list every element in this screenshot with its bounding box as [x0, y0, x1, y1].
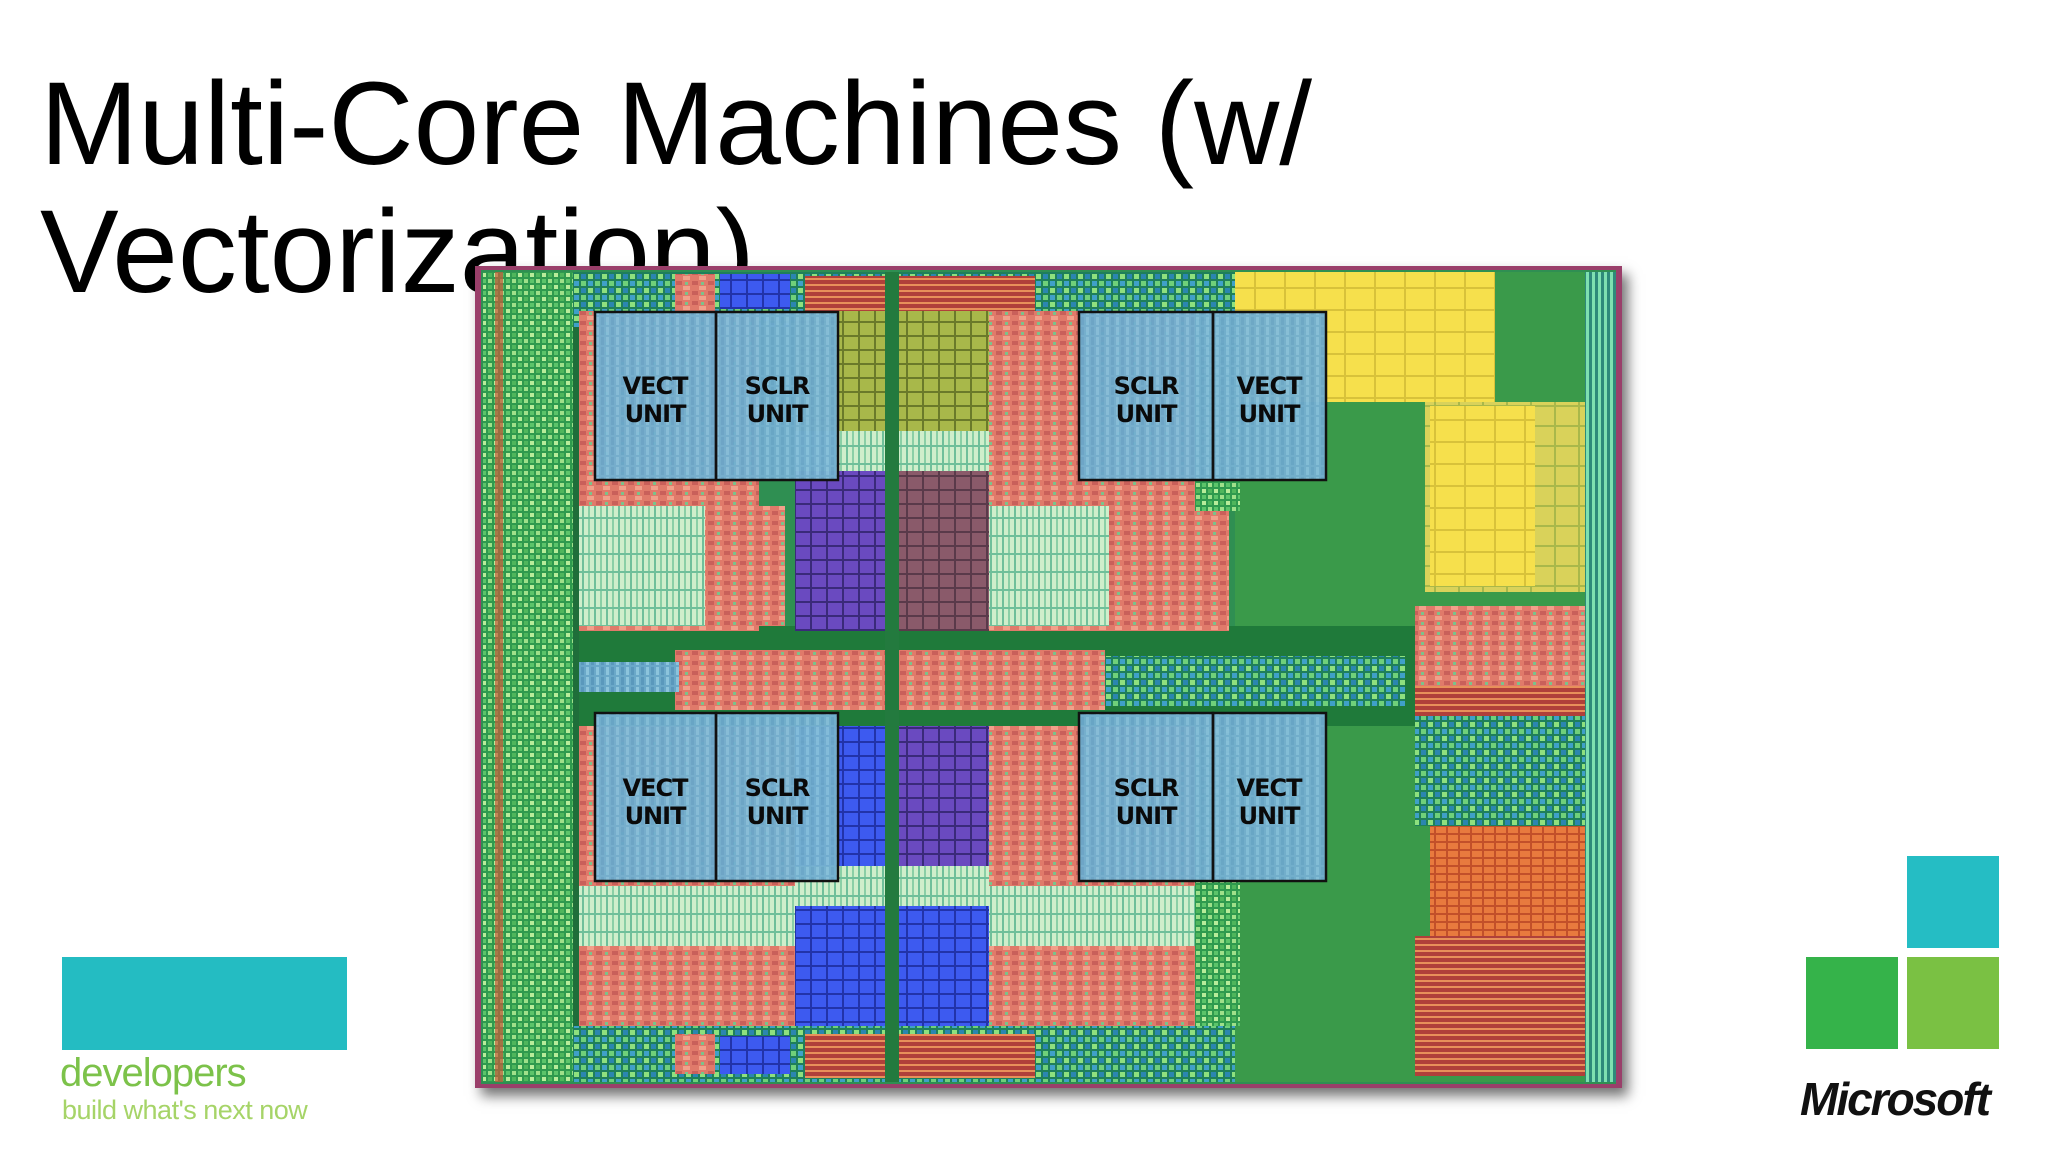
microsoft-logo-square-teal	[1907, 856, 1999, 948]
slide-title: Multi-Core Machines (w/ Vectorization)	[40, 58, 1313, 318]
developers-logo-block	[62, 957, 347, 1050]
unit-label-line1: VECT	[1237, 372, 1304, 400]
unit-label-line2: UNIT	[625, 400, 688, 428]
microsoft-logo-square-green-light	[1907, 957, 1999, 1049]
unit-label-line2: UNIT	[1239, 400, 1302, 428]
unit-label-line2: UNIT	[1116, 802, 1179, 830]
unit-label-line1: VECT	[623, 774, 690, 802]
unit-label-line1: SCLR	[745, 774, 810, 802]
microsoft-logo-square-green-dark	[1806, 957, 1898, 1049]
unit-label-line1: SCLR	[745, 372, 810, 400]
unit-label-line2: UNIT	[747, 802, 810, 830]
unit-label-line1: SCLR	[1114, 372, 1179, 400]
unit-label-line2: UNIT	[1116, 400, 1179, 428]
unit-label-line1: VECT	[623, 372, 690, 400]
core-bottom-right: SCLR UNIT VECT UNIT	[1077, 711, 1328, 883]
unit-label-line1: VECT	[1237, 774, 1304, 802]
unit-label-line1: SCLR	[1114, 774, 1179, 802]
core-top-left: VECT UNIT SCLR UNIT	[593, 310, 840, 482]
developers-wordmark: developers	[60, 1051, 247, 1095]
unit-label-line2: UNIT	[747, 400, 810, 428]
microsoft-logo-wordmark: Microsoft	[1800, 1073, 1991, 1125]
unit-label-line2: UNIT	[625, 802, 688, 830]
processor-die-image: VECT UNIT SCLR UNIT SCLR UNIT VECT UNIT	[475, 266, 1622, 1088]
core-top-right: SCLR UNIT VECT UNIT	[1077, 310, 1328, 482]
core-bottom-left: VECT UNIT SCLR UNIT	[593, 711, 840, 883]
unit-label-line2: UNIT	[1239, 802, 1302, 830]
developers-tagline: build what's next now	[62, 1095, 308, 1125]
die-photo: VECT UNIT SCLR UNIT SCLR UNIT VECT UNIT	[475, 266, 1622, 1088]
